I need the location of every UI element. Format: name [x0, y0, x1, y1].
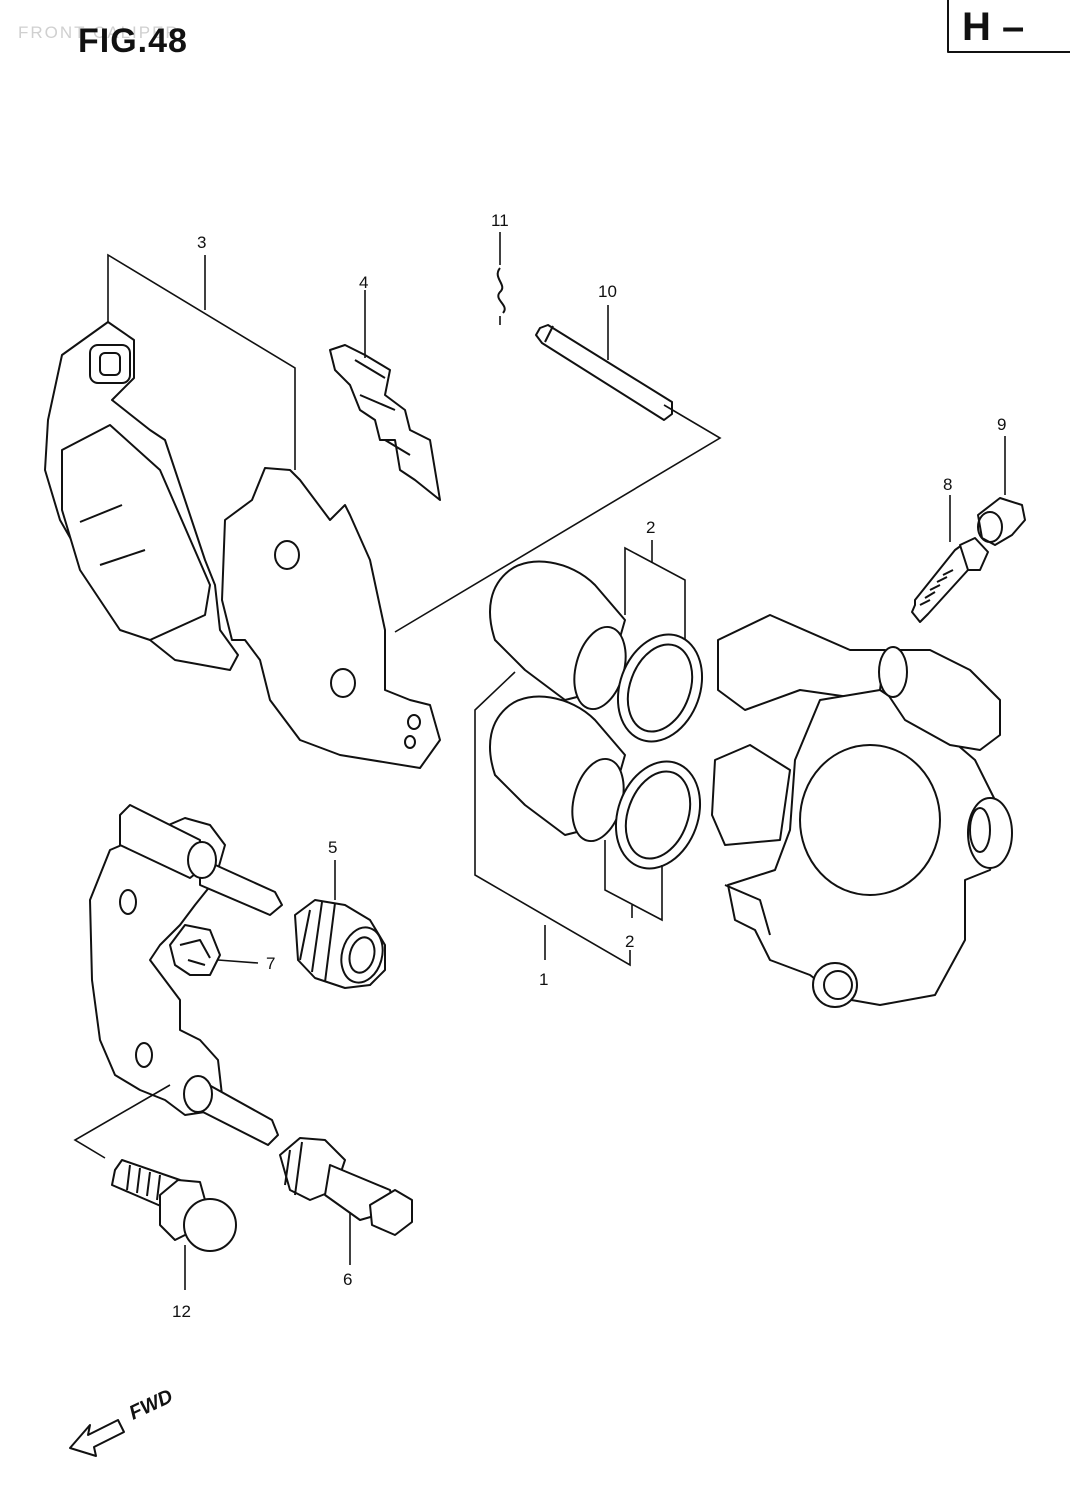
label-part-6: 6: [343, 1270, 352, 1289]
label-part-5: 5: [328, 838, 337, 857]
label-part-12: 12: [172, 1302, 191, 1321]
bleeder-cap: [977, 436, 1026, 546]
label-part-7: 7: [266, 954, 275, 973]
dust-boot: [294, 860, 386, 989]
bracket-clip: [169, 924, 259, 976]
brake-pad-set: [44, 253, 441, 769]
label-part-9: 9: [997, 415, 1006, 434]
mounting-bolt: [111, 1159, 237, 1290]
label-part-11: 11: [491, 211, 509, 230]
caliper-body: [711, 614, 1013, 1008]
caliper-bracket: [73, 804, 283, 1159]
label-part-3: 3: [197, 233, 206, 252]
label-part-2-upper: 2: [646, 518, 655, 537]
retaining-clip: [496, 232, 506, 325]
pistons-and-seals: [474, 540, 704, 967]
bleeder-valve: [911, 495, 989, 623]
label-part-10: 10: [598, 282, 617, 301]
section-tag-box: H –: [947, 0, 1070, 53]
section-tag: H –: [962, 5, 1024, 49]
pad-pin: [394, 305, 722, 633]
forward-arrow-icon: [69, 1419, 125, 1457]
pad-spring: [329, 290, 441, 501]
figure-title: FIG.48: [78, 22, 188, 60]
label-part-4: 4: [359, 273, 368, 292]
label-part-1: 1: [539, 970, 548, 989]
label-part-2-lower: 2: [625, 932, 634, 951]
label-part-8: 8: [943, 475, 952, 494]
forward-direction-indicator: FWD: [69, 1385, 177, 1457]
sleeve-pin: [279, 1137, 413, 1265]
watermark-text: FRONT CALIPER: [18, 23, 180, 42]
fwd-label: FWD: [126, 1385, 177, 1424]
